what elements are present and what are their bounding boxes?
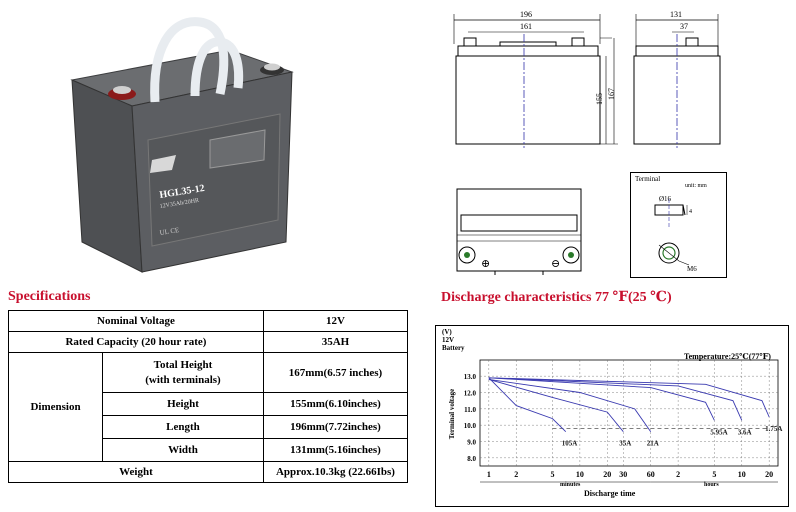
table-row: Dimension Total Height (with terminals) … [8, 352, 409, 462]
curve-label: 105A [562, 440, 578, 448]
x-tick-label: 10 [738, 470, 746, 479]
temperature-label: Temperature:25℃(77℉) [684, 352, 771, 361]
curve-label: 3.6A [738, 428, 752, 436]
discharge-curve-21A [488, 378, 652, 432]
battery-marks-text: UL CE [159, 226, 180, 237]
terminal-detail: Terminal unit: mm Ø16 4 M6 [630, 172, 727, 278]
discharge-chart: 13.0 12.0 11.0 10.0 9.0 8.0 1 2 5 10 20 30 60 2 5 10 20 1… [464, 359, 782, 483]
discharge-title: Discharge characteristics 77 ℉(25 ℃) [441, 290, 672, 305]
y-tick-label: 8.0 [467, 455, 476, 463]
table-row: Width 131mm(5.16inches) [9, 438, 409, 462]
table-row: Weight Approx.10.3kg (22.66Ibs) [8, 461, 409, 483]
front-width-label: 196 [520, 10, 532, 19]
minutes-label: minutes [560, 482, 581, 488]
spec-label: Weight [8, 461, 264, 483]
side-inner-label: 37 [680, 22, 688, 31]
body-height-label: 155 [595, 93, 604, 105]
table-row: Nominal Voltage 12V [8, 310, 409, 332]
discharge-curve-1-75A [488, 377, 770, 418]
negative-symbol: ⊖ [551, 258, 560, 270]
terminal-title: Terminal [635, 175, 661, 183]
spec-label: Total Height (with terminals) [102, 352, 264, 393]
spec-value: 12V [262, 310, 409, 332]
spec-value: Approx.10.3kg (22.66Ibs) [262, 461, 409, 483]
y-tick-label: 11.0 [464, 406, 476, 414]
specifications-title: Specifications [8, 289, 91, 304]
x-tick-label: 30 [619, 470, 627, 479]
spec-label: Height [102, 392, 264, 416]
spec-value: 155mm(6.10inches) [262, 392, 409, 416]
spec-label: Rated Capacity (20 hour rate) [8, 331, 264, 353]
battery-illustration: HGL35-12 12V35Ah/20HR UL CE [70, 17, 294, 273]
discharge-curve-3-6A [488, 377, 743, 421]
y-tick-label: 13.0 [464, 373, 477, 381]
x-tick-label: 60 [647, 470, 655, 479]
terminal-bolt-label: M6 [687, 265, 697, 273]
y-tick-label: 10.0 [464, 422, 477, 430]
x-tick-label: 10 [576, 470, 584, 479]
front-inner-label: 161 [520, 22, 532, 31]
specifications-table: Nominal Voltage 12V Rated Capacity (20 h… [8, 310, 409, 483]
x-tick-label: 5 [712, 470, 716, 479]
y-sub-label: Battery [442, 344, 465, 352]
x-tick-label: 1 [487, 470, 491, 479]
discharge-chart-frame: (V) 12V Battery Temperature:25℃(77℉) Ter… [435, 325, 789, 507]
spec-value: 167mm(6.57 inches) [262, 352, 409, 393]
hours-label: hours [704, 482, 719, 488]
front-view-drawing: 196 161 155 167 [440, 8, 620, 153]
curve-label: 35A [619, 440, 631, 448]
discharge-curve-35A [488, 379, 624, 432]
y-unit-label: (V) [442, 328, 452, 336]
y-tick-label: 9.0 [467, 439, 476, 447]
y-tick-label: 12.0 [464, 390, 477, 398]
plot-area [479, 359, 779, 467]
x-axis-label: Discharge time [584, 489, 636, 498]
terminal-dia-label: Ø16 [659, 195, 672, 203]
terminal-unit: unit: mm [685, 183, 707, 189]
x-tick-label: 20 [603, 470, 611, 479]
top-view-drawing: ⊕ ⊖ [455, 185, 585, 277]
spec-label: Nominal Voltage [8, 310, 264, 332]
curve-label: 5.95A [710, 428, 727, 436]
discharge-curve-5-95A [488, 377, 715, 421]
battery-photo: HGL35-12 12V35Ah/20HR UL CE [60, 10, 315, 275]
x-tick-label: 2 [514, 470, 518, 479]
x-tick-label: 2 [676, 470, 680, 479]
total-height-label: 167 [607, 88, 616, 100]
spec-value: 131mm(5.16inches) [262, 438, 409, 462]
table-row: Length 196mm(7.72inches) [9, 415, 409, 439]
spec-value: 196mm(7.72inches) [262, 415, 409, 439]
side-view-drawing: 131 37 [630, 8, 725, 153]
y-top-label: 12V [442, 336, 455, 344]
spec-label: Length [102, 415, 264, 439]
table-row: Rated Capacity (20 hour rate) 35AH [8, 331, 409, 353]
x-tick-label: 5 [550, 470, 554, 479]
side-width-label: 131 [670, 10, 682, 19]
positive-symbol: ⊕ [481, 258, 490, 270]
spec-label: Width [102, 438, 264, 462]
curve-label: 21A [647, 440, 659, 448]
terminal-dim-label: 4 [689, 209, 692, 215]
spec-group-label: Dimension [8, 352, 103, 462]
discharge-curve-105A [488, 377, 567, 433]
curve-label: 1.75A [765, 425, 782, 433]
x-tick-label: 20 [765, 470, 773, 479]
spec-value: 35AH [262, 331, 409, 353]
table-row: Height 155mm(6.10inches) [9, 392, 409, 416]
